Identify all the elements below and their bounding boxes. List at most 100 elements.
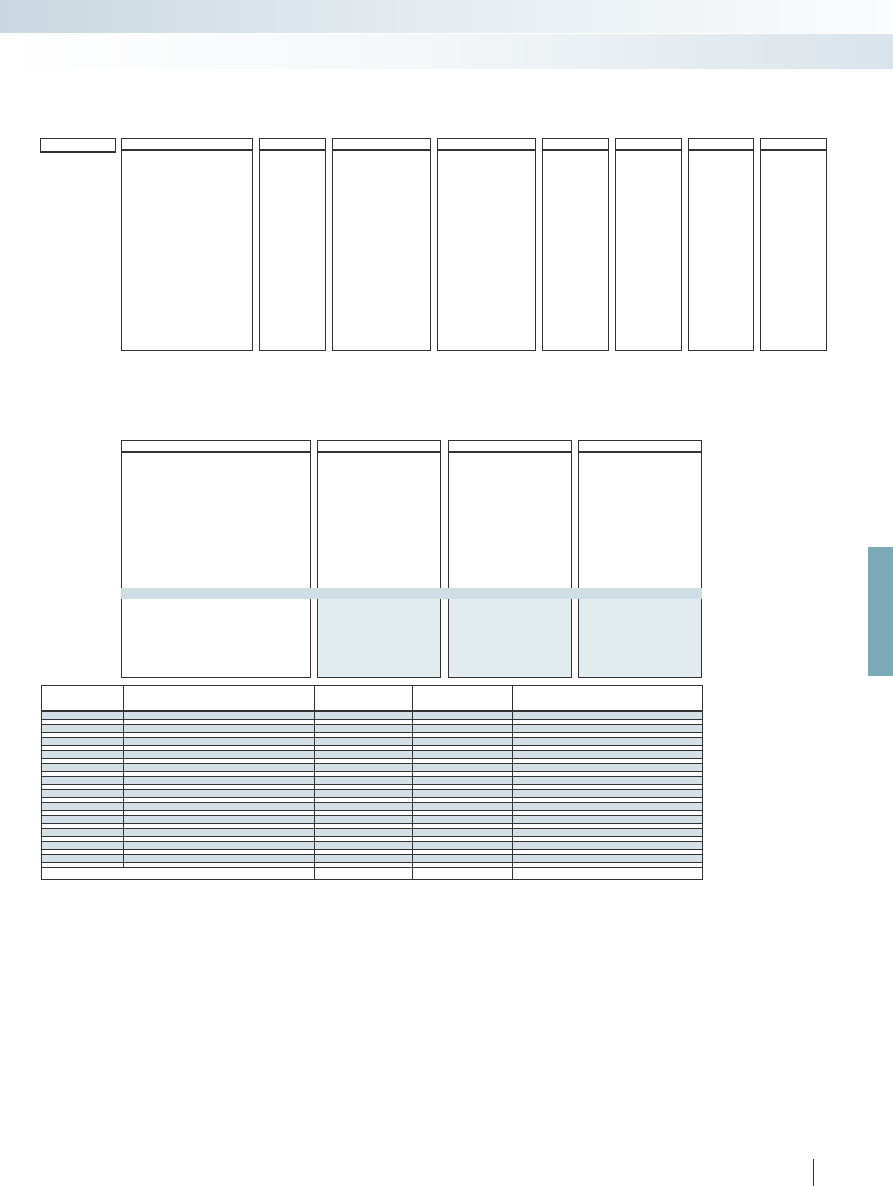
figure2-col-4 [578,453,702,678]
figure2-highlight-band [121,588,702,599]
table-header-cell [412,685,513,712]
figure1-col-1 [121,151,253,351]
table-cell [412,736,513,746]
table-total-label [41,866,315,880]
table-cell [512,814,703,824]
figure2-col-2-header [317,440,441,453]
table-row [41,809,703,816]
table-cell [314,723,413,733]
table-cell [41,814,124,824]
table-cell [314,853,413,863]
figure2-col-3-header [448,440,572,453]
table-header-cell [314,685,413,712]
table-cell [512,775,703,785]
table-row [41,814,703,824]
table-cell [41,853,124,863]
table-cell [123,775,315,785]
figure1-col-8 [760,151,827,351]
table-cell [512,723,703,733]
figure1-col-7-header [688,138,754,151]
table-cell [512,710,703,720]
table-cell [123,788,315,798]
figure2-col-3 [448,453,572,678]
figure1-col-5-header [542,138,609,151]
table-cell [123,749,315,759]
table-cell [412,814,513,824]
table-cell [314,840,413,850]
figure1-col-3-header [332,138,431,151]
table-cell [314,749,413,759]
table-cell [512,736,703,746]
table-cell [41,749,124,759]
figure2-col-1-header [121,440,311,453]
table-cell [412,775,513,785]
table-row [41,749,703,759]
figure1-col-2-header [259,138,326,151]
table-cell [314,762,413,772]
table-cell [314,736,413,746]
table-row [41,775,703,785]
table-cell [412,723,513,733]
table-cell [314,710,413,720]
table-cell [314,788,413,798]
table-cell [314,801,413,811]
figure2-col-1 [121,453,311,678]
table-row [41,762,703,772]
table-header-cell [123,685,315,712]
table-cell [412,788,513,798]
figure1-col-6-header [615,138,682,151]
table-header-row [41,685,703,712]
table-cell [412,710,513,720]
figure2-col-2 [317,453,441,678]
data-table [41,685,703,880]
section-tab[interactable] [868,547,893,676]
figure1-col-6 [615,151,682,351]
figure1-col-5 [542,151,609,351]
table-header-cell [41,685,124,712]
figure2-col-3-shaded [449,599,571,677]
header-band [0,0,893,33]
table-cell [41,710,124,720]
table-row [41,840,703,850]
table-total-row [41,866,703,880]
table-cell [123,710,315,720]
figure1-col-4 [437,151,536,351]
table-cell [512,762,703,772]
table-cell [123,827,315,837]
table-total-cell [314,866,413,880]
table-cell [412,762,513,772]
table-row [41,788,703,798]
table-row [41,744,703,751]
figure1-col-3 [332,151,431,351]
table-cell [41,840,124,850]
table-cell [41,762,124,772]
figure1-col-8-header [760,138,827,151]
table-cell [123,736,315,746]
table-cell [123,814,315,824]
table-cell [123,762,315,772]
figure2-col-4-shaded [579,599,701,677]
table-header-cell [512,685,703,712]
table-cell [41,827,124,837]
table-cell [512,801,703,811]
table-cell [512,827,703,837]
table-cell [412,827,513,837]
table-row [41,710,703,720]
table-row [41,796,703,803]
footer-rule [813,1159,814,1186]
table-cell [412,801,513,811]
table-total-cell [512,866,703,880]
table-cell [412,853,513,863]
figure1-col-2 [259,151,326,351]
table-cell [512,840,703,850]
subheader-band [0,33,893,69]
table-total-cell [412,866,513,880]
table-cell [41,788,124,798]
table-body [41,710,703,880]
table-cell [123,723,315,733]
table-cell [412,749,513,759]
table-cell [41,723,124,733]
table-row [41,801,703,811]
table-cell [123,840,315,850]
table-row [41,853,703,863]
